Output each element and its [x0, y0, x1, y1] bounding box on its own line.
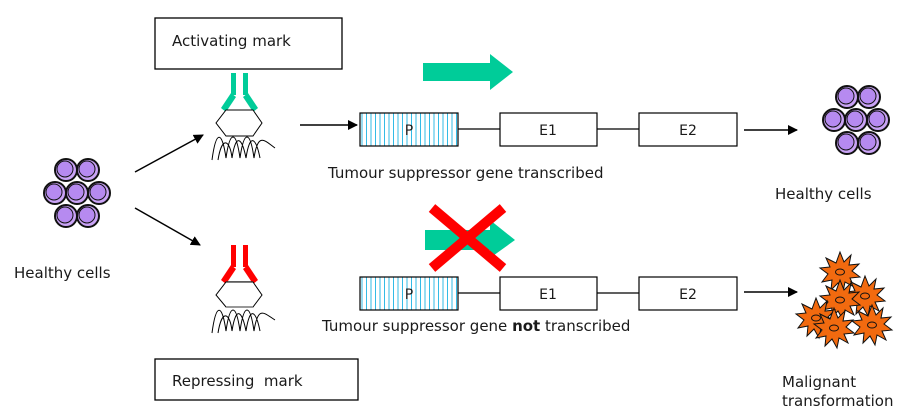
repressing-mark-label: Repressing mark [172, 372, 303, 390]
transcribed-caption: Tumour suppressor gene transcribed [327, 164, 603, 182]
malignant-cells-icon [795, 251, 893, 349]
promoter-box-top [359, 112, 459, 147]
exon2-box-bottom [638, 276, 738, 311]
repressing-mark-box [154, 358, 359, 401]
activating-nucleosome-icon [211, 73, 276, 161]
exon1-box-bottom [499, 276, 598, 311]
healthy-cells-right-label: Healthy cells [775, 185, 872, 203]
malignant-label-line1: Malignant [782, 373, 856, 391]
not-emphasis: not [512, 317, 540, 335]
malignant-label-line2: transformation [782, 392, 893, 410]
exon1-box-top [499, 112, 598, 147]
gene-bottom: P E1 E2 [359, 276, 738, 311]
gene-top: P E1 E2 [359, 112, 738, 147]
activating-mark-box [154, 17, 343, 70]
healthy-cells-left-icon [43, 158, 111, 228]
promoter-label-bottom: P [405, 287, 413, 303]
exon2-label-top: E2 [679, 123, 697, 139]
arrow-to-repressing [134, 207, 201, 246]
healthy-cells-right-icon [822, 85, 890, 155]
transcription-arrow-icon [423, 54, 513, 90]
repressing-nucleosome-icon [211, 245, 276, 334]
exon1-label-bottom: E1 [539, 287, 557, 303]
not-transcribed-caption: Tumour suppressor gene not transcribed [321, 317, 630, 335]
exon2-box-top [638, 112, 738, 147]
exon2-label-bottom: E2 [679, 287, 697, 303]
healthy-cells-left-label: Healthy cells [14, 264, 111, 282]
arrow-to-activating [134, 134, 204, 173]
promoter-label-top: P [405, 123, 413, 139]
activating-mark-label: Activating mark [172, 32, 291, 50]
exon1-label-top: E1 [539, 123, 557, 139]
blocked-transcription-icon [425, 204, 515, 272]
